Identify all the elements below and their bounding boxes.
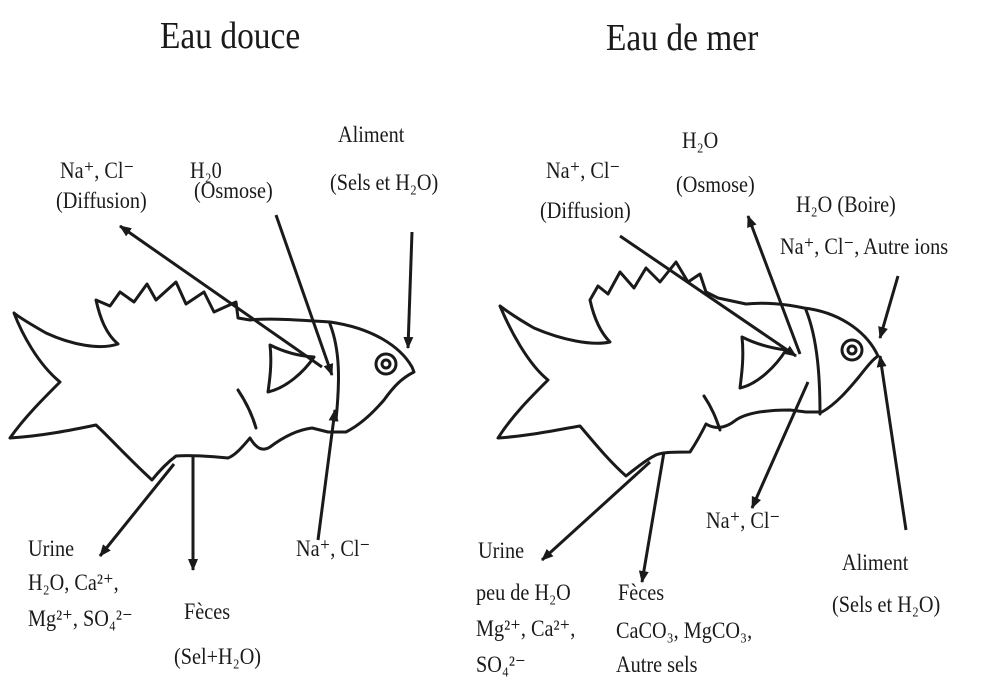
seawater-drink-label: H₂O (Boire) <box>796 192 896 217</box>
freshwater-urine-label: Urine <box>28 536 75 561</box>
freshwater-diffusion-label: (Diffusion) <box>56 188 147 213</box>
freshwater-food-label: Aliment <box>338 122 405 147</box>
freshwater-fish-body-outline <box>8 280 416 482</box>
freshwater-diffusion-ions-label: Na⁺, Cl⁻ <box>60 158 135 183</box>
seawater-diffusion-arrow <box>619 234 797 358</box>
seawater-osmosis-water-label: H₂O <box>682 128 719 153</box>
freshwater-food-detail-label: (Sels et H₂O) <box>330 170 439 195</box>
seawater-urine-ions-2-label: SO₄²⁻ <box>476 652 526 677</box>
seawater-food-arrow <box>876 355 908 531</box>
seawater-diffusion-ions-label: Na⁺, Cl⁻ <box>546 158 621 183</box>
freshwater-fish-operculum <box>328 322 340 422</box>
freshwater-osmosis-label: (Osmose) <box>194 178 273 203</box>
freshwater-osmosis-water-label: H₂0 <box>190 158 222 183</box>
freshwater-urine-ions-1-label: H₂O, Ca²⁺, <box>28 570 119 595</box>
freshwater-uptake-arrow <box>316 409 339 541</box>
seawater-urine-ions-1-label: Mg²⁺, Ca²⁺, <box>476 616 576 641</box>
seawater-fish <box>496 260 880 478</box>
freshwater-food-arrow <box>403 231 414 349</box>
seawater-excretion-arrow <box>750 381 810 509</box>
seawater-diffusion-label: (Diffusion) <box>540 198 631 223</box>
seawater-title: Eau de mer <box>606 17 759 59</box>
seawater-feces-detail-2-label: Autre sels <box>616 652 698 677</box>
seawater-feces-arrow <box>638 451 666 583</box>
seawater-fish-eye-inner <box>846 344 858 356</box>
seawater-osmosis-label: (Osmose) <box>676 172 755 197</box>
seawater-excretion-ions-label: Na⁺, Cl⁻ <box>706 508 781 533</box>
freshwater-fish <box>8 280 416 482</box>
seawater-drink-arrow <box>878 275 900 339</box>
freshwater-urine-arrow <box>98 463 176 557</box>
seawater-urine-detail-label: peu de H₂O <box>476 580 571 605</box>
seawater-urine-arrow <box>540 460 652 562</box>
freshwater-uptake-ions-label: Na⁺, Cl⁻ <box>296 536 371 561</box>
freshwater-fish-pectoral-fin <box>266 343 316 394</box>
seawater-feces-label: Fèces <box>618 580 665 605</box>
freshwater-fish-pelvic-fin <box>236 388 258 430</box>
seawater-feces-detail-1-label: CaCO₃, MgCO₃, <box>616 618 753 643</box>
freshwater-feces-label: Fèces <box>184 599 231 624</box>
seawater-urine-label: Urine <box>478 538 525 563</box>
seawater-fish-operculum <box>804 308 822 416</box>
seawater-osmosis-arrow <box>746 215 802 355</box>
seawater-food-label: Aliment <box>842 550 909 575</box>
freshwater-feces-detail-label: (Sel+H₂O) <box>174 644 262 669</box>
freshwater-urine-ions-2-label: Mg²⁺, SO₄²⁻ <box>28 606 133 631</box>
freshwater-osmosis-arrow <box>274 214 334 376</box>
freshwater-fish-eye-inner <box>380 358 392 370</box>
freshwater-diffusion-arrow <box>119 224 323 369</box>
seawater-food-detail-label: (Sels et H₂O) <box>832 592 941 617</box>
seawater-fish-pectoral-fin <box>738 335 788 390</box>
freshwater-fish-eye-outer <box>374 352 398 376</box>
freshwater-title: Eau douce <box>160 15 301 57</box>
seawater-fish-pelvic-fin <box>702 394 722 432</box>
seawater-drink-ions-label: Na⁺, Cl⁻, Autre ions <box>780 234 949 259</box>
seawater-fish-eye-outer <box>840 338 864 362</box>
seawater-fish-body-outline <box>496 260 880 478</box>
